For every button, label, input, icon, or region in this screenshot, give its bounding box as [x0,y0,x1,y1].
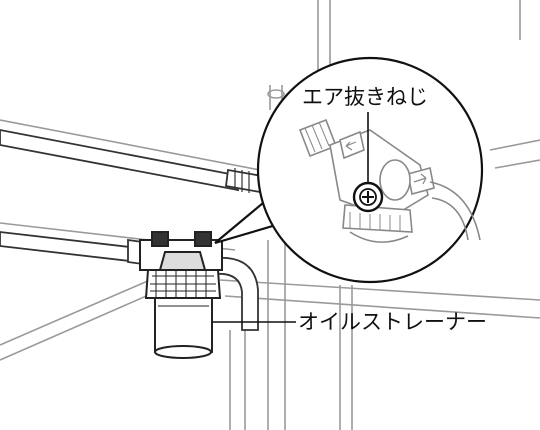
air-vent-screw [352,181,384,213]
oil-strainer-label: オイルストレーナー [298,310,487,334]
oil-strainer [139,231,223,359]
air-vent-screw-label: エア抜きねじ [302,85,428,109]
inlet-pipe [0,129,263,194]
outlet-pipe [214,256,259,331]
